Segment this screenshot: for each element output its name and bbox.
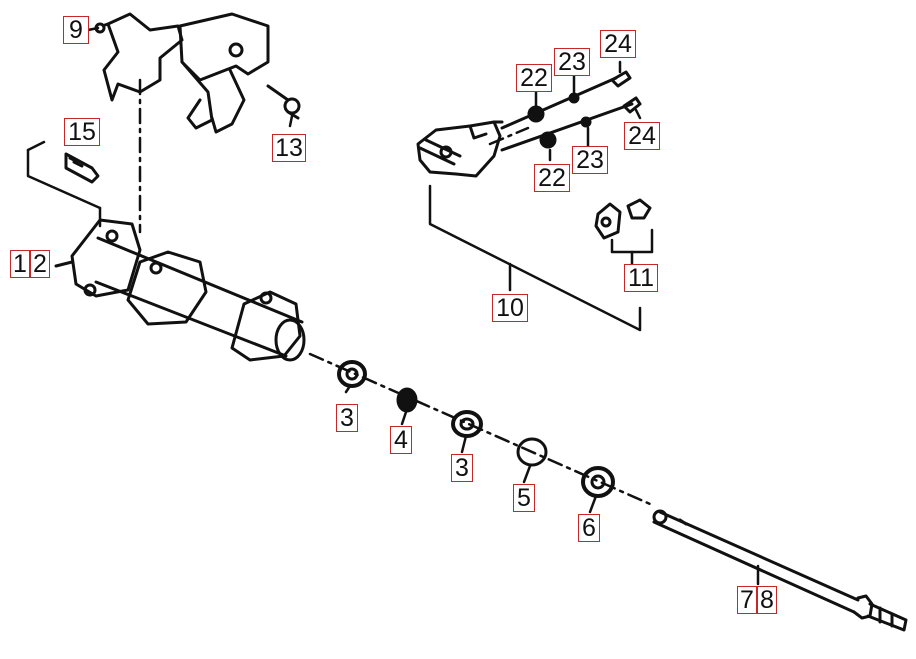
- group-bracket-10: [428, 184, 642, 332]
- fasteners-22-23-24: [500, 70, 642, 152]
- callout-9: 9: [63, 16, 89, 44]
- callout-1: 1: [10, 250, 30, 278]
- callout-3-upper: 3: [336, 404, 358, 432]
- gasket-part-11: [594, 198, 654, 266]
- bolt-part-15: [26, 140, 102, 210]
- shift-fork-part-9: [94, 12, 270, 134]
- callout-24-upper: 24: [600, 30, 636, 58]
- spacer-part-4: [396, 387, 418, 413]
- callout-8: 8: [757, 586, 777, 614]
- ring-part-5: [516, 437, 548, 467]
- callout-23-upper: 23: [554, 48, 590, 76]
- callout-24-lower: 24: [624, 122, 660, 150]
- lever-bracket-part-10: [416, 120, 504, 178]
- callout-23-lower: 23: [572, 146, 608, 174]
- seal-part-6: [581, 466, 615, 498]
- bearing-part-3-lower: [451, 410, 483, 438]
- callout-22-lower: 22: [534, 164, 570, 192]
- bearing-part-3-upper: [337, 360, 367, 388]
- callout-7-8: 7 8: [737, 586, 777, 614]
- callout-7: 7: [737, 586, 757, 614]
- callout-15: 15: [64, 118, 100, 146]
- callout-11: 11: [624, 264, 658, 292]
- shaft-part-7-8: [652, 509, 908, 632]
- shift-housing-assembly: [54, 218, 306, 362]
- callout-2: 2: [30, 250, 50, 278]
- bolt-part-13: [266, 84, 301, 120]
- callout-13: 13: [272, 134, 306, 162]
- callout-1-2: 1 2: [10, 250, 50, 278]
- callout-3-lower: 3: [451, 454, 473, 482]
- callout-10: 10: [492, 294, 528, 322]
- callout-4: 4: [390, 426, 412, 454]
- callout-5: 5: [513, 484, 535, 512]
- callout-22-upper: 22: [516, 64, 552, 92]
- callout-6: 6: [578, 514, 600, 542]
